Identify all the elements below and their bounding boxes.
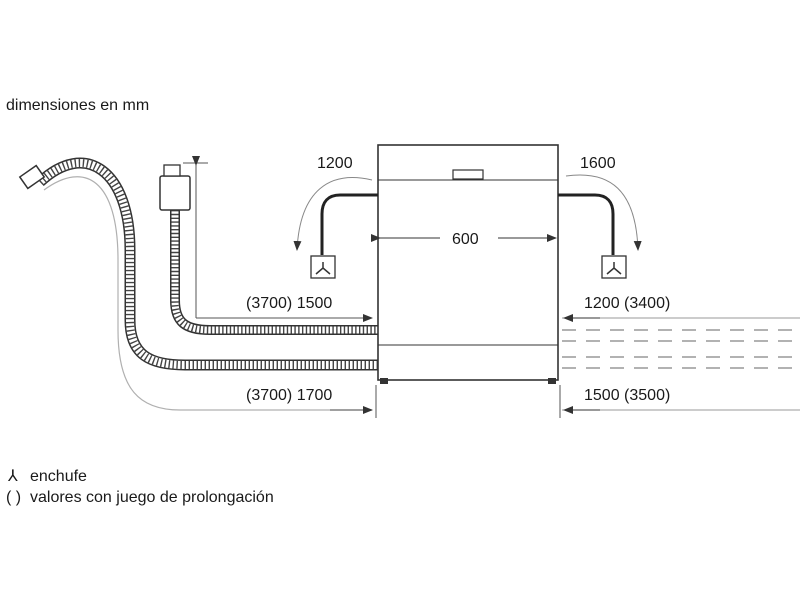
drain-left-dimension: (3700) 1700 [246, 385, 377, 418]
drain-right-dimension: 1500 (3500) [559, 385, 670, 418]
inlet-hose [159, 156, 378, 335]
power-cord-left-label: 1200 [317, 155, 353, 172]
drain-right-label: 1500 (3500) [584, 387, 670, 404]
socket-icon [310, 255, 336, 279]
diagram-title: dimensiones en mm [6, 97, 149, 114]
drain-left-label: (3700) 1700 [246, 387, 332, 404]
socket-symbol-icon: ⅄ [7, 468, 18, 485]
width-dimension: 600 [371, 231, 557, 248]
power-cord-left: 1200 [293, 155, 378, 279]
dishwasher-icon [377, 144, 559, 384]
legend: ⅄ enchufe ( ) valores con juego de prolo… [6, 468, 274, 506]
legend-socket-text: enchufe [30, 468, 87, 485]
inlet-left-label: (3700) 1500 [246, 295, 332, 312]
socket-icon [601, 255, 627, 279]
inlet-right-dimension: 1200 (3400) [563, 295, 670, 322]
drain-guide-line [43, 176, 372, 411]
water-tap-icon [159, 164, 191, 211]
power-cord-right-label: 1600 [580, 155, 616, 172]
hose-nozzle-icon [18, 164, 46, 190]
legend-extension-row: ( ) valores con juego de prolongación [6, 489, 274, 506]
power-cord-right: 1600 [558, 155, 642, 279]
drain-hose [18, 157, 378, 371]
legend-extension-symbol: ( ) [6, 489, 21, 506]
inlet-left-dimension: (3700) 1500 [196, 295, 373, 322]
legend-extension-text: valores con juego de prolongación [30, 489, 274, 506]
inlet-right-label: 1200 (3400) [584, 295, 670, 312]
width-label: 600 [452, 231, 479, 248]
legend-socket-row: ⅄ enchufe [7, 468, 87, 485]
right-hose-routing [562, 317, 800, 411]
